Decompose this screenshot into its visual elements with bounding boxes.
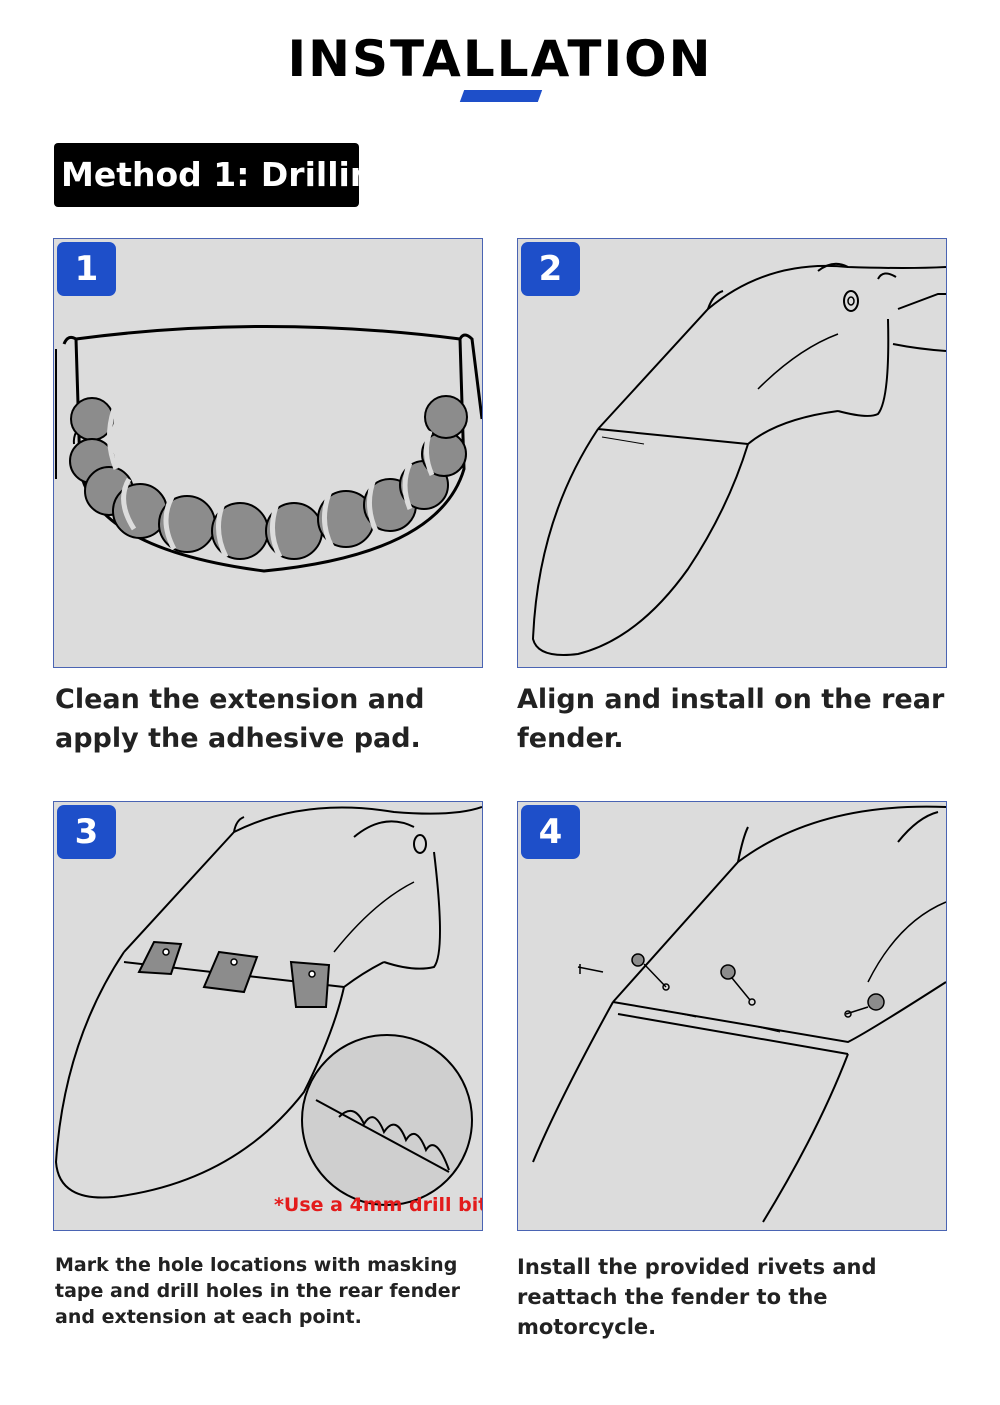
step-1-illustration: 1 bbox=[53, 238, 483, 668]
step-3-badge: 3 bbox=[57, 805, 116, 859]
step-1-badge: 1 bbox=[57, 242, 116, 296]
step-4-illustration: 4 bbox=[517, 801, 947, 1231]
step-4-badge: 4 bbox=[521, 805, 580, 859]
method-label: Method 1: Drilling bbox=[54, 143, 397, 207]
drill-bit-note: *Use a 4mm drill bit bbox=[274, 1194, 483, 1216]
title-underline bbox=[459, 90, 543, 102]
rivet-install-drawing bbox=[532, 805, 946, 1223]
page-title: INSTALLATION bbox=[287, 30, 713, 88]
step-4-caption: Install the provided rivets and reattach… bbox=[517, 1255, 877, 1339]
drilling-drawing bbox=[54, 806, 482, 1206]
extension-with-pads-drawing bbox=[55, 325, 482, 573]
step-2-caption: Align and install on the rear fender. bbox=[517, 684, 945, 754]
step-3-illustration: 3 *Use a 4mm drill bit bbox=[53, 801, 483, 1231]
fender-extension-drawing bbox=[531, 262, 946, 656]
step-1-caption: Clean the extension and apply the adhesi… bbox=[55, 684, 425, 754]
step-3-caption: Mark the hole locations with masking tap… bbox=[55, 1254, 460, 1328]
step-2-illustration: 2 bbox=[517, 238, 947, 668]
step-2-badge: 2 bbox=[521, 242, 580, 296]
